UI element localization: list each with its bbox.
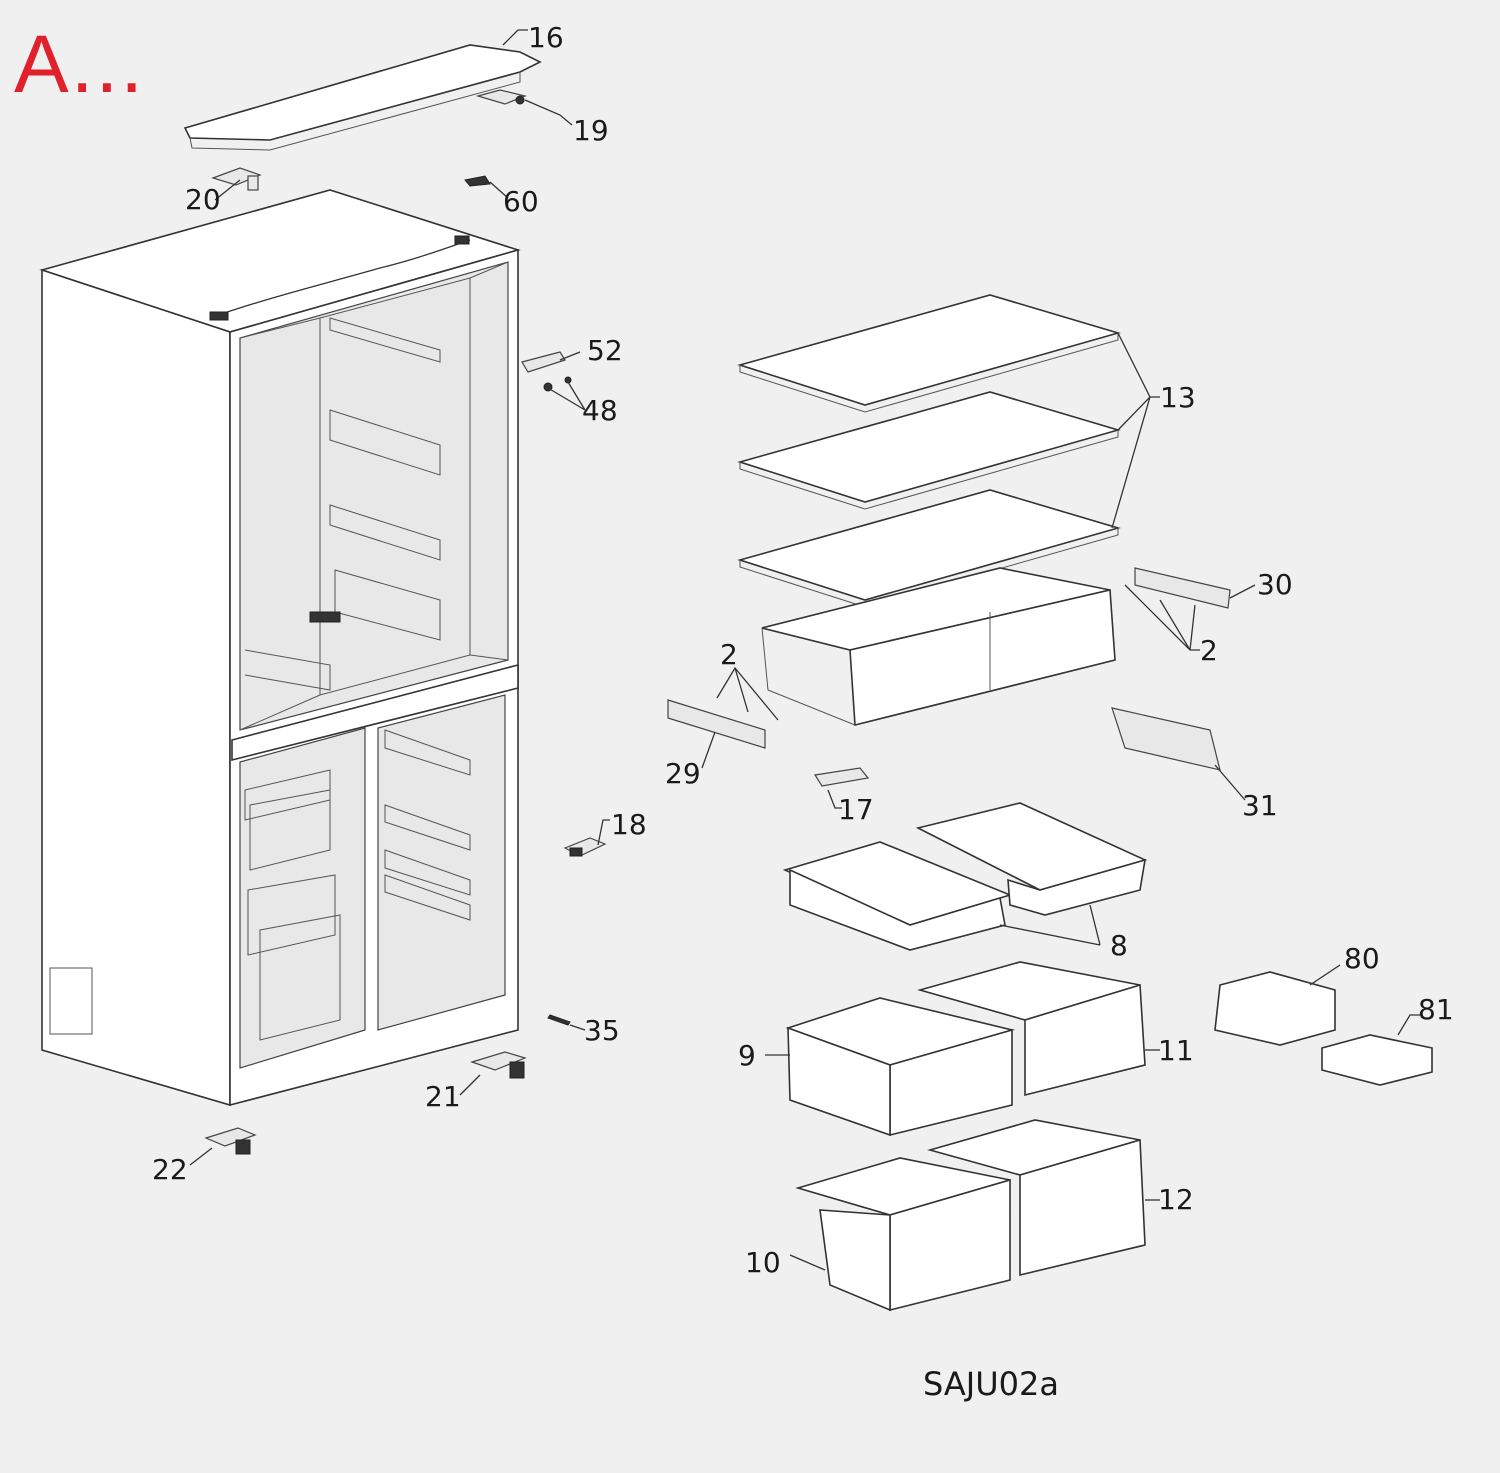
callout-9: 9	[738, 1039, 756, 1072]
callout-2-left: 2	[720, 638, 738, 671]
part-30	[1134, 567, 1231, 609]
callout-60: 60	[503, 185, 539, 218]
callout-80: 80	[1344, 942, 1380, 975]
callout-13: 13	[1160, 381, 1196, 414]
callout-2-right: 2	[1200, 634, 1218, 667]
callout-81: 81	[1418, 993, 1454, 1026]
callout-10: 10	[745, 1246, 781, 1279]
callout-22: 22	[152, 1153, 188, 1186]
part-60	[464, 175, 491, 187]
part-81	[1321, 1034, 1433, 1086]
callout-19: 19	[573, 114, 609, 147]
callout-18: 18	[611, 808, 647, 841]
upper-drawers	[761, 567, 1116, 727]
leader-lines	[189, 29, 1420, 1271]
part-52-48	[521, 351, 572, 392]
callout-16: 16	[528, 21, 564, 54]
part-21	[470, 1051, 527, 1079]
part-31	[1111, 707, 1221, 771]
hinge-part-19	[475, 89, 527, 105]
part-22	[204, 1127, 257, 1155]
cabinet	[39, 189, 521, 1107]
part-80	[1214, 971, 1336, 1046]
part-29	[667, 699, 766, 749]
callout-21: 21	[425, 1080, 461, 1113]
hinge-part-20	[211, 167, 262, 191]
callout-8: 8	[1110, 929, 1128, 962]
callout-20: 20	[185, 183, 221, 216]
callout-35: 35	[584, 1014, 620, 1047]
part-18	[563, 837, 607, 857]
callout-31: 31	[1242, 789, 1278, 822]
drawers-9-11	[785, 961, 1146, 1137]
callout-29: 29	[665, 757, 701, 790]
section-letter: A...	[14, 19, 146, 110]
glass-shelves	[737, 294, 1121, 608]
drawers-10-12	[795, 1119, 1146, 1312]
callout-17: 17	[838, 793, 874, 826]
callout-11: 11	[1158, 1034, 1194, 1067]
part-17	[814, 767, 870, 787]
callout-30: 30	[1257, 568, 1293, 601]
top-hinge-bar	[183, 44, 542, 151]
pans-8	[782, 802, 1148, 951]
diagram-code: SAJU02a	[923, 1365, 1059, 1403]
part-35	[547, 1014, 571, 1026]
callout-52: 52	[587, 334, 623, 367]
callout-12: 12	[1158, 1183, 1194, 1216]
callout-48: 48	[582, 394, 618, 427]
